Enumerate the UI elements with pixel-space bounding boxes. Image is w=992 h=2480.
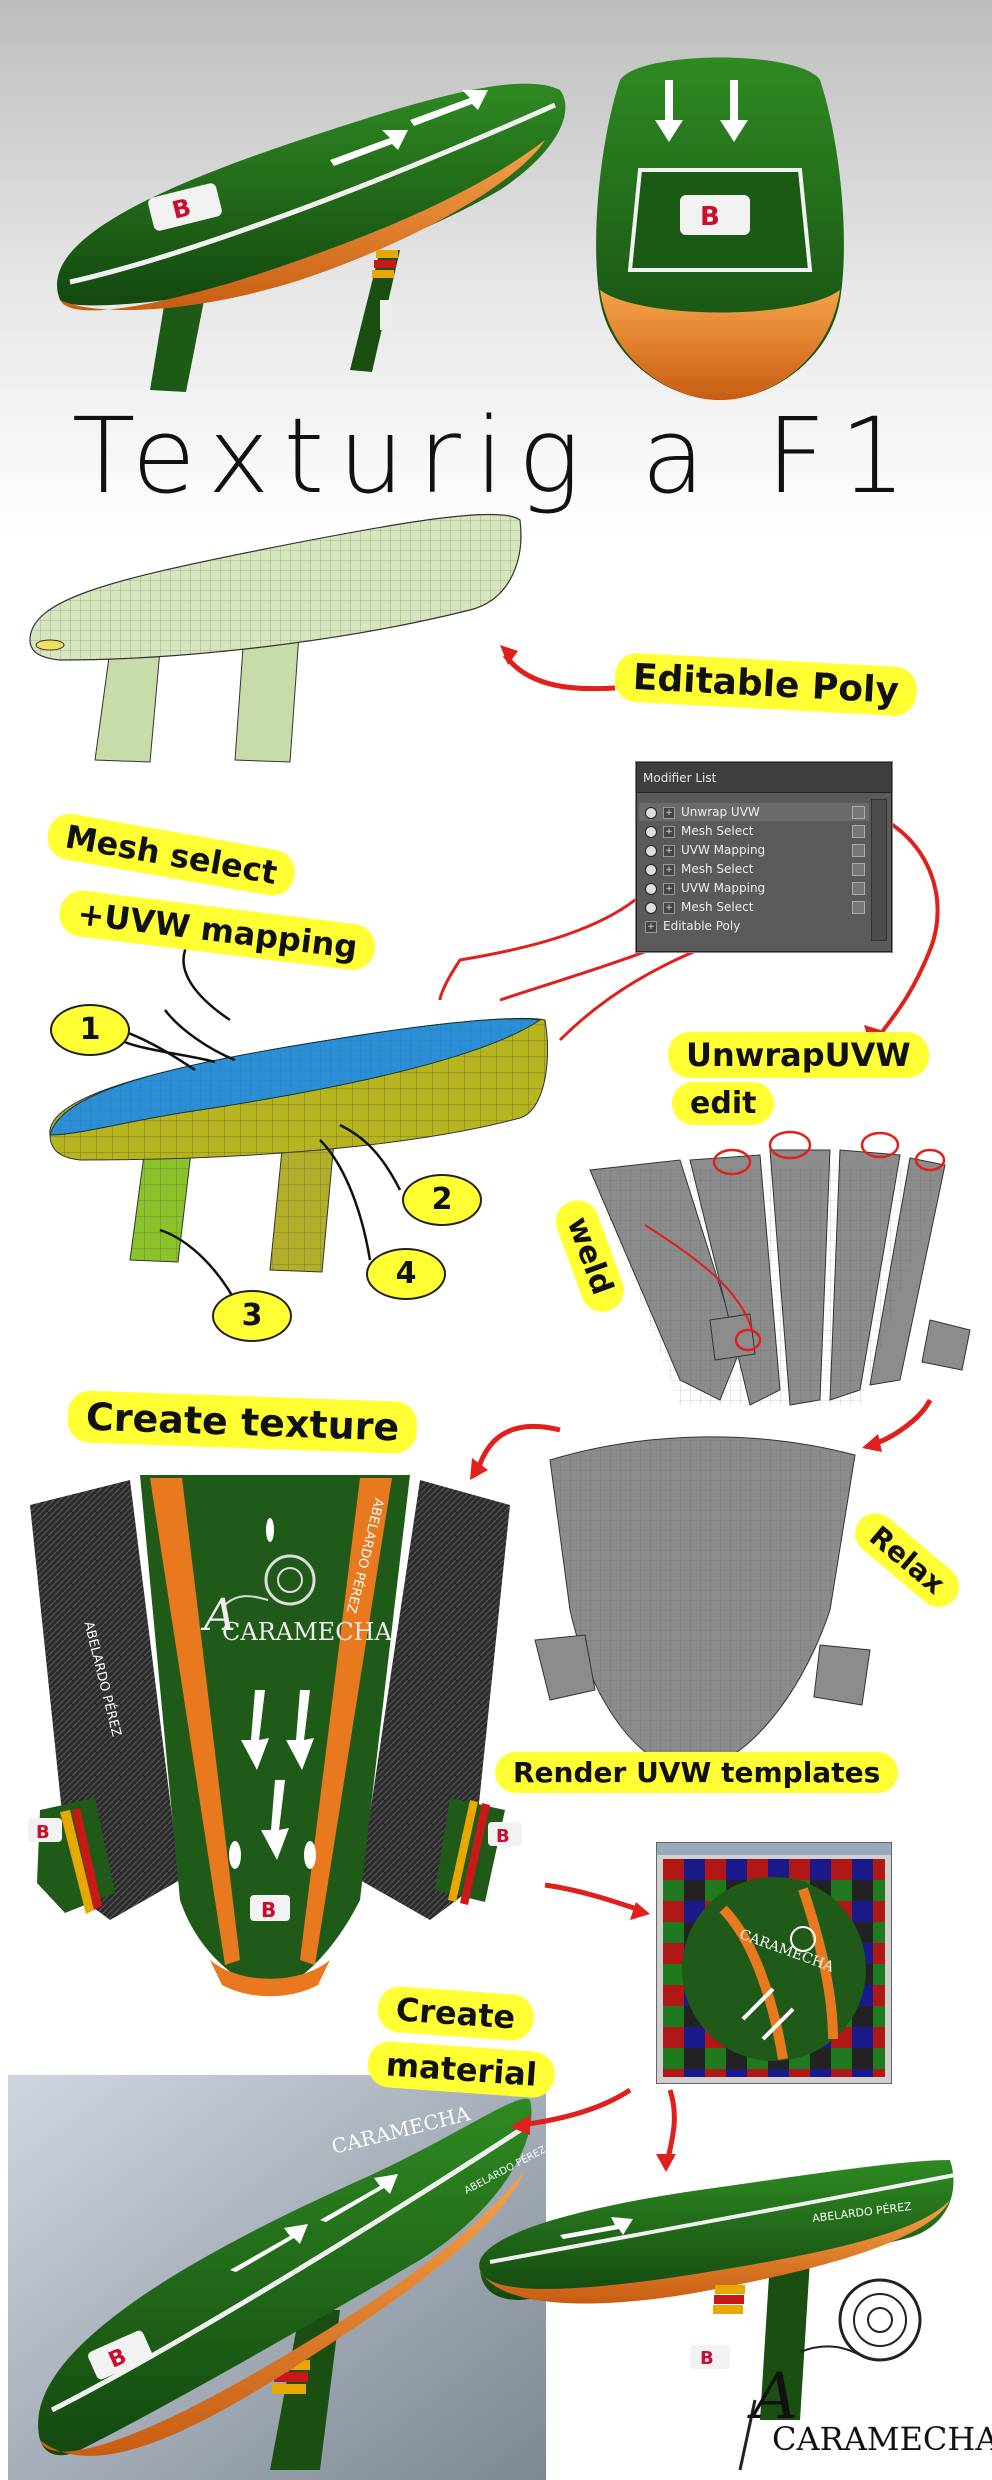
svg-text:B: B bbox=[261, 1898, 276, 1922]
modifier-item-unwrap-uvw[interactable]: + Unwrap UVW bbox=[639, 803, 869, 821]
expand-icon[interactable]: + bbox=[663, 864, 675, 876]
svg-text:B: B bbox=[36, 1822, 50, 1843]
modifier-label: Mesh Select bbox=[681, 900, 754, 914]
modifier-item-uvw-mapping[interactable]: + UVW Mapping bbox=[639, 841, 869, 859]
window-titlebar[interactable] bbox=[657, 1843, 891, 1855]
expand-icon[interactable]: + bbox=[663, 826, 675, 838]
texture-atlas: B B B bbox=[28, 1475, 522, 1997]
uv-unwrap-layout bbox=[589, 1130, 971, 1406]
checkbox-icon[interactable] bbox=[852, 825, 865, 838]
number-badge-3: 3 bbox=[212, 1290, 292, 1342]
bulb-icon[interactable] bbox=[645, 883, 657, 895]
checkbox-icon[interactable] bbox=[852, 806, 865, 819]
texture-brand: CARAMECHA bbox=[222, 1618, 392, 1646]
bottom-render-right: B bbox=[479, 2160, 956, 2420]
expand-icon[interactable]: + bbox=[663, 883, 675, 895]
modifier-label: Mesh Select bbox=[681, 824, 754, 838]
material-preview bbox=[663, 1859, 885, 2077]
modifier-item-mesh-select[interactable]: + Mesh Select bbox=[639, 860, 869, 878]
mesh-editable-poly bbox=[29, 513, 522, 763]
modifier-list-dropdown[interactable]: Modifier List bbox=[637, 763, 891, 793]
checkbox-icon[interactable] bbox=[852, 882, 865, 895]
svg-text:B: B bbox=[700, 202, 720, 232]
number-badge-4: 4 bbox=[366, 1248, 446, 1300]
expand-icon[interactable]: + bbox=[663, 807, 675, 819]
modifier-item-editable-poly[interactable]: + Editable Poly bbox=[639, 917, 869, 935]
arrow-icon bbox=[502, 653, 616, 692]
bulb-icon[interactable] bbox=[645, 845, 657, 857]
checkbox-icon[interactable] bbox=[852, 901, 865, 914]
svg-text:B: B bbox=[496, 1826, 510, 1847]
caramecha-logo-initial: A bbox=[752, 2360, 799, 2434]
bottom-render-left: B bbox=[38, 2098, 532, 2470]
modifier-stack-panel: Modifier List + Unwrap UVW + Mesh Select… bbox=[636, 762, 892, 952]
bulb-icon[interactable] bbox=[645, 826, 657, 838]
modifier-item-uvw-mapping[interactable]: + UVW Mapping bbox=[639, 879, 869, 897]
note-render-uvw: Render UVW templates bbox=[495, 1752, 899, 1793]
mesh-selected bbox=[49, 1017, 549, 1273]
modifier-label: Editable Poly bbox=[663, 919, 741, 933]
snail-logo-icon bbox=[738, 2278, 922, 2471]
number-badge-2: 2 bbox=[402, 1174, 482, 1226]
modifier-label: UVW Mapping bbox=[681, 843, 766, 857]
top-render-front: B bbox=[596, 57, 844, 400]
bulb-icon[interactable] bbox=[645, 864, 657, 876]
note-edit: edit bbox=[672, 1082, 775, 1125]
bulb-icon[interactable] bbox=[645, 807, 657, 819]
checkbox-icon[interactable] bbox=[852, 844, 865, 857]
modifier-label: UVW Mapping bbox=[681, 881, 766, 895]
expand-icon[interactable]: + bbox=[645, 921, 657, 933]
number-badge-1: 1 bbox=[50, 1004, 130, 1056]
svg-text:B: B bbox=[700, 2348, 714, 2369]
snail-logo-icon bbox=[224, 1554, 316, 1606]
modifier-label: Unwrap UVW bbox=[681, 805, 760, 819]
modifier-scrollbar[interactable] bbox=[871, 799, 887, 941]
modifier-label: Mesh Select bbox=[681, 862, 754, 876]
caramecha-logo-text: CARAMECHA bbox=[772, 2420, 992, 2458]
expand-icon[interactable]: + bbox=[663, 902, 675, 914]
modifier-item-mesh-select[interactable]: + Mesh Select bbox=[639, 898, 869, 916]
bulb-icon[interactable] bbox=[645, 902, 657, 914]
material-editor-window: CARAMECHA bbox=[656, 1842, 892, 2084]
checkbox-icon[interactable] bbox=[852, 863, 865, 876]
expand-icon[interactable]: + bbox=[663, 845, 675, 857]
modifier-item-mesh-select[interactable]: + Mesh Select bbox=[639, 822, 869, 840]
uv-relaxed bbox=[534, 1436, 871, 1771]
page-title: Texturig a F1 bbox=[71, 395, 921, 517]
top-render-side: B bbox=[57, 83, 566, 392]
note-unwrap-uvw: UnwrapUVW bbox=[668, 1032, 929, 1078]
texture-brand-initial: A bbox=[204, 1590, 236, 1641]
